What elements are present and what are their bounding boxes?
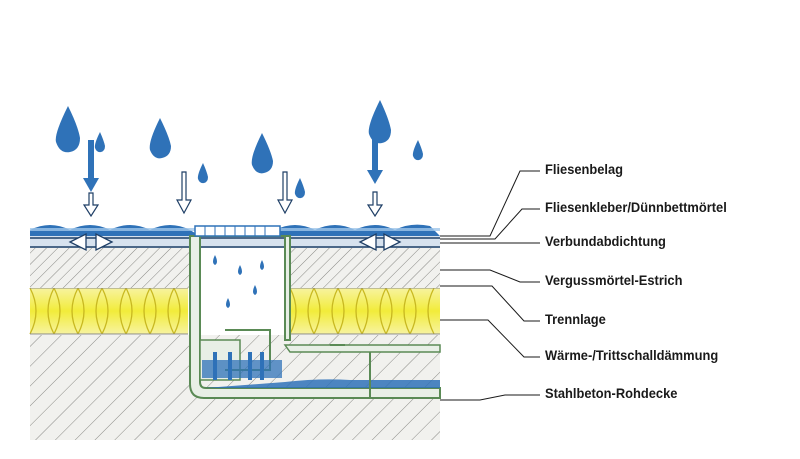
arrow-down-icon [276, 171, 294, 215]
arrow-down-icon [366, 191, 384, 218]
drain-body [189, 235, 441, 399]
label-waermedaemmung: Wärme-/Trittschalldämmung [545, 347, 719, 363]
raindrop-icon [197, 163, 208, 184]
flow-arrows [68, 232, 402, 252]
raindrop-icon [294, 178, 305, 199]
label-fliesenbelag: Fliesenbelag [545, 161, 624, 177]
raindrop-icon [412, 140, 423, 161]
label-stahlbeton: Stahlbeton-Rohdecke [545, 385, 678, 401]
raindrop-icon [251, 133, 273, 174]
down-arrows [82, 132, 384, 218]
inner-drops [213, 255, 264, 308]
raindrop-icon [149, 118, 171, 159]
label-fliesenkleber: Fliesenkleber/Dünnbettmörtel [545, 199, 727, 215]
screed-layer [30, 248, 440, 288]
arrow-down-icon [82, 192, 100, 218]
raindrop-icon [94, 132, 105, 153]
raindrop-icon [55, 106, 80, 153]
arrow-down-icon [367, 132, 383, 184]
sealing-layers [30, 236, 440, 248]
arrow-down-icon [175, 171, 193, 215]
label-verbundabdichtung: Verbundabdichtung [545, 233, 666, 249]
insulation-layer [29, 287, 440, 335]
drain-grate-icon [194, 225, 281, 237]
leader-lines [440, 170, 540, 401]
raindrops [55, 100, 423, 199]
label-trennlage: Trennlage [545, 311, 606, 327]
label-vergussmoertel: Vergussmörtel-Estrich [545, 272, 683, 288]
arrow-down-icon [83, 140, 99, 192]
tile-layer [30, 224, 440, 236]
